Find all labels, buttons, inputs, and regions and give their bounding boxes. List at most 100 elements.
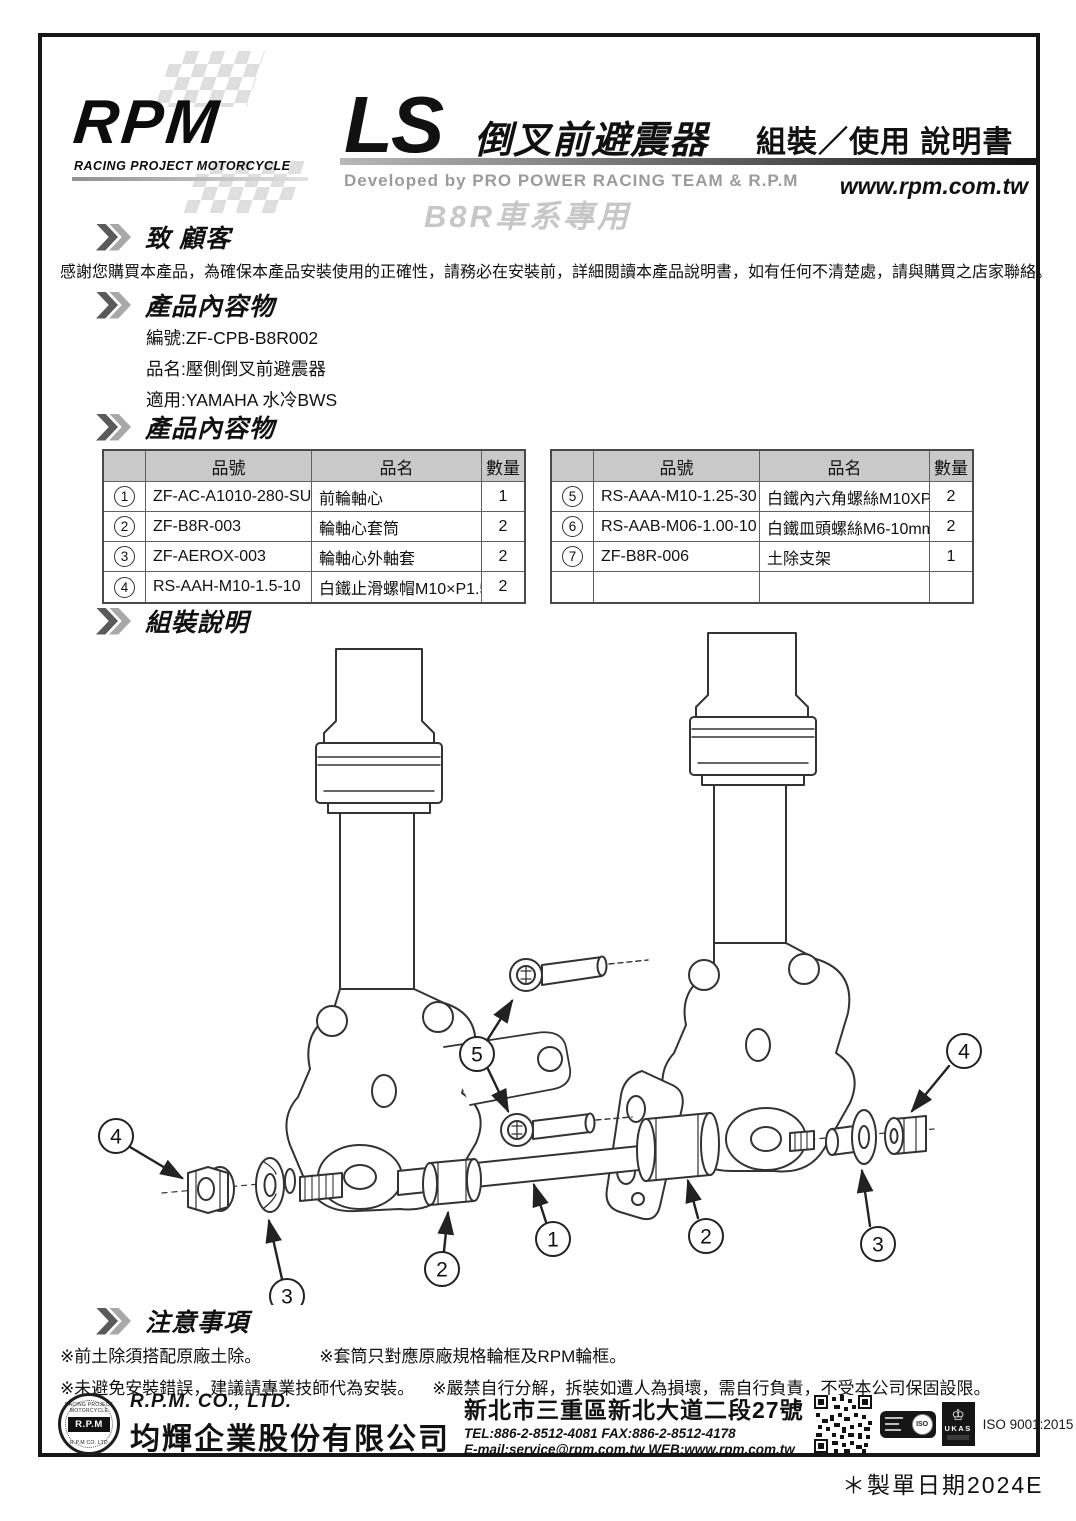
- spacer-right: [636, 1112, 720, 1182]
- part-number-cell: ZF-B8R-006: [594, 542, 760, 572]
- section-heading-label: 致 顧客: [145, 225, 231, 253]
- chevron-icon: [96, 223, 131, 251]
- qty-cell: 2: [482, 512, 524, 542]
- callout-2-left: 2: [424, 1251, 460, 1287]
- part-circle-number: 7: [552, 542, 594, 572]
- washer-left: [255, 1157, 296, 1213]
- qty-cell: 2: [930, 482, 972, 512]
- part-number-cell: RS-AAH-M10-1.5-10: [146, 572, 312, 602]
- page-frame: RPM RACING PROJECT MOTORCYCLE LS 倒叉前避震器 …: [38, 33, 1076, 1457]
- parts-table-right: 品號 品名 數量 5 RS-AAA-M10-1.25-30 白鐵內六角螺絲M10…: [550, 449, 974, 604]
- part-number-cell: RS-AAB-M06-1.00-10: [594, 512, 760, 542]
- ukas-sub-line: [947, 1435, 970, 1440]
- section-heading-label: 組裝說明: [145, 609, 250, 637]
- chevron-icon: [96, 291, 131, 319]
- notes-line-2: ※未避免安裝錯誤，建議請專業技師代為安裝。※嚴禁自行分解，拆裝如遭人為損壞，需自…: [60, 1373, 991, 1405]
- note-item: ※套筒只對應原廠規格輪框及RPM輪框。: [319, 1347, 627, 1366]
- website-text: www.rpm.com.tw: [839, 173, 1028, 199]
- customer-note-text: 感謝您購買本產品，為確保本產品安裝使用的正確性，請務必在安裝前，詳細閱讀本產品說…: [60, 264, 1053, 281]
- col-header-qty: 數量: [930, 451, 972, 482]
- product-info-lines: 編號:ZF-CPB-B8R002 品名:壓側倒叉前避震器 適用:YAMAHA 水…: [146, 323, 337, 416]
- qty-cell: 1: [930, 542, 972, 572]
- chevron-icon: [96, 1307, 131, 1335]
- section-heading-label: 產品內容物: [145, 415, 276, 443]
- fork-right: [661, 632, 856, 1173]
- badge-line: [884, 1422, 899, 1425]
- part-name-cell: 土除支架: [760, 542, 930, 572]
- part-circle-number: 3: [104, 542, 146, 572]
- cert-badge-ukas: ♔ UKAS: [941, 1402, 975, 1446]
- svg-text:1: 1: [547, 1229, 559, 1252]
- crown-icon: ♔: [951, 1407, 965, 1424]
- product-code-line: 編號:ZF-CPB-B8R002: [146, 328, 319, 348]
- rpm-logo: RPM RACING PROJECT MOTORCYCLE: [70, 51, 332, 213]
- part-name-cell: 白鐵止滑螺帽M10×P1.5: [312, 572, 482, 602]
- empty-cell: [930, 572, 972, 602]
- badge-line: [884, 1416, 903, 1419]
- part-circle-number: 6: [552, 512, 594, 542]
- company-seal: RACING PROJECT MOTORCYCLE R.P.M R.P.M CO…: [58, 1393, 120, 1455]
- part-circle-number: 5: [552, 482, 594, 512]
- qty-cell: 2: [498, 578, 508, 595]
- part-circle-number: 4: [104, 572, 146, 602]
- seal-arc-bottom: R.P.M CO. LTD: [70, 1440, 108, 1446]
- hat-washer-right: [825, 1109, 877, 1165]
- callout-3-right: 3: [860, 1226, 896, 1262]
- col-header-part-no: 品號: [146, 451, 312, 482]
- note-item: ※嚴禁自行分解，拆裝如遭人為損壞，需自行負責，不受本公司保固設限。: [432, 1379, 991, 1398]
- footer-bar: RACING PROJECT MOTORCYCLE R.P.M R.P.M CO…: [58, 1391, 1076, 1457]
- qty-cell: 1: [482, 482, 524, 512]
- part-number-cell: ZF-AC-A1010-280-SU: [146, 482, 312, 512]
- brand-tagline: RACING PROJECT MOTORCYCLE: [74, 159, 291, 173]
- section-heading-assembly: 組裝說明: [96, 603, 249, 639]
- header-divider: [340, 158, 1036, 165]
- svg-text:4: 4: [110, 1126, 122, 1149]
- qty-cell: 2: [930, 512, 972, 542]
- cert-badge-iso: ISO: [879, 1410, 936, 1438]
- note-item: ※前土除須搭配原廠土除。: [60, 1347, 262, 1366]
- address-text: 新北市三重區新北大道二段27號: [464, 1397, 804, 1423]
- qty-cell: 2: [482, 542, 524, 572]
- product-fit-line: 適用:YAMAHA 水冷BWS: [146, 390, 338, 410]
- logo-underline: [72, 177, 308, 181]
- product-title-name: 倒叉前避震器: [474, 120, 709, 162]
- section-heading-contents: 產品內容物: [96, 409, 275, 445]
- doc-date-text: ＊製單日期2024E: [842, 1472, 1044, 1498]
- svg-text:3: 3: [872, 1234, 884, 1257]
- axle-nut-right: [884, 1115, 927, 1155]
- col-header-blank: [552, 451, 594, 482]
- part-name-cell: 白鐵皿頭螺絲M6-10mm: [760, 512, 930, 542]
- part-name-cell: 輪軸心套筒: [312, 512, 482, 542]
- iso-seal-mark: ISO: [911, 1413, 933, 1435]
- section-heading-label: 產品內容物: [145, 293, 276, 321]
- col-header-part-name: 品名: [312, 451, 482, 482]
- callout-arrows: [128, 998, 951, 1281]
- address-block: 新北市三重區新北大道二段27號 TEL:886-2-8512-4081 FAX:…: [464, 1391, 804, 1457]
- emailweb-text: E-mail:service@rpm.com.tw WEB:www.rpm.co…: [464, 1442, 795, 1457]
- callout-5: 5: [459, 1036, 495, 1072]
- svg-text:3: 3: [281, 1286, 293, 1306]
- col-header-part-no: 品號: [594, 451, 760, 482]
- axle-nut-left: [187, 1166, 235, 1214]
- parts-table-left: 品號 品名 數量 1 ZF-AC-A1010-280-SU 前輪軸心 1 2 Z…: [102, 449, 526, 604]
- iso-certified-text: ISO 9001:2015 certified: [982, 1416, 1076, 1432]
- section-heading-label: 注意事項: [145, 1309, 250, 1337]
- notes-line-1: ※前土除須搭配原廠土除。 ※套筒只對應原廠規格輪框及RPM輪框。: [60, 1341, 991, 1373]
- part-number-cell: ZF-AEROX-003: [146, 542, 312, 572]
- callout-3-left: 3: [269, 1278, 305, 1306]
- svg-text:2: 2: [436, 1259, 448, 1282]
- section-heading-notes: 注意事項: [96, 1303, 249, 1339]
- company-name-zh: 均輝企業股份有限公司: [130, 1422, 450, 1456]
- seal-arc-top: RACING PROJECT MOTORCYCLE: [64, 1402, 114, 1414]
- empty-cell: [552, 572, 594, 602]
- socket-bolt-lower: [500, 1112, 633, 1147]
- ukas-label: UKAS: [944, 1424, 972, 1433]
- socket-bolt-upper: [509, 955, 649, 992]
- telfax-text: TEL:886-2-8512-4081 FAX:886-2-8512-4178: [464, 1426, 736, 1441]
- section-heading-customer: 致 顧客: [96, 219, 231, 255]
- callout-1: 1: [535, 1221, 571, 1257]
- empty-cell: [760, 572, 930, 602]
- series-text: B8R車系專用: [424, 199, 632, 234]
- product-title-ls: LS: [344, 80, 444, 169]
- part-circle-number: 1: [104, 482, 146, 512]
